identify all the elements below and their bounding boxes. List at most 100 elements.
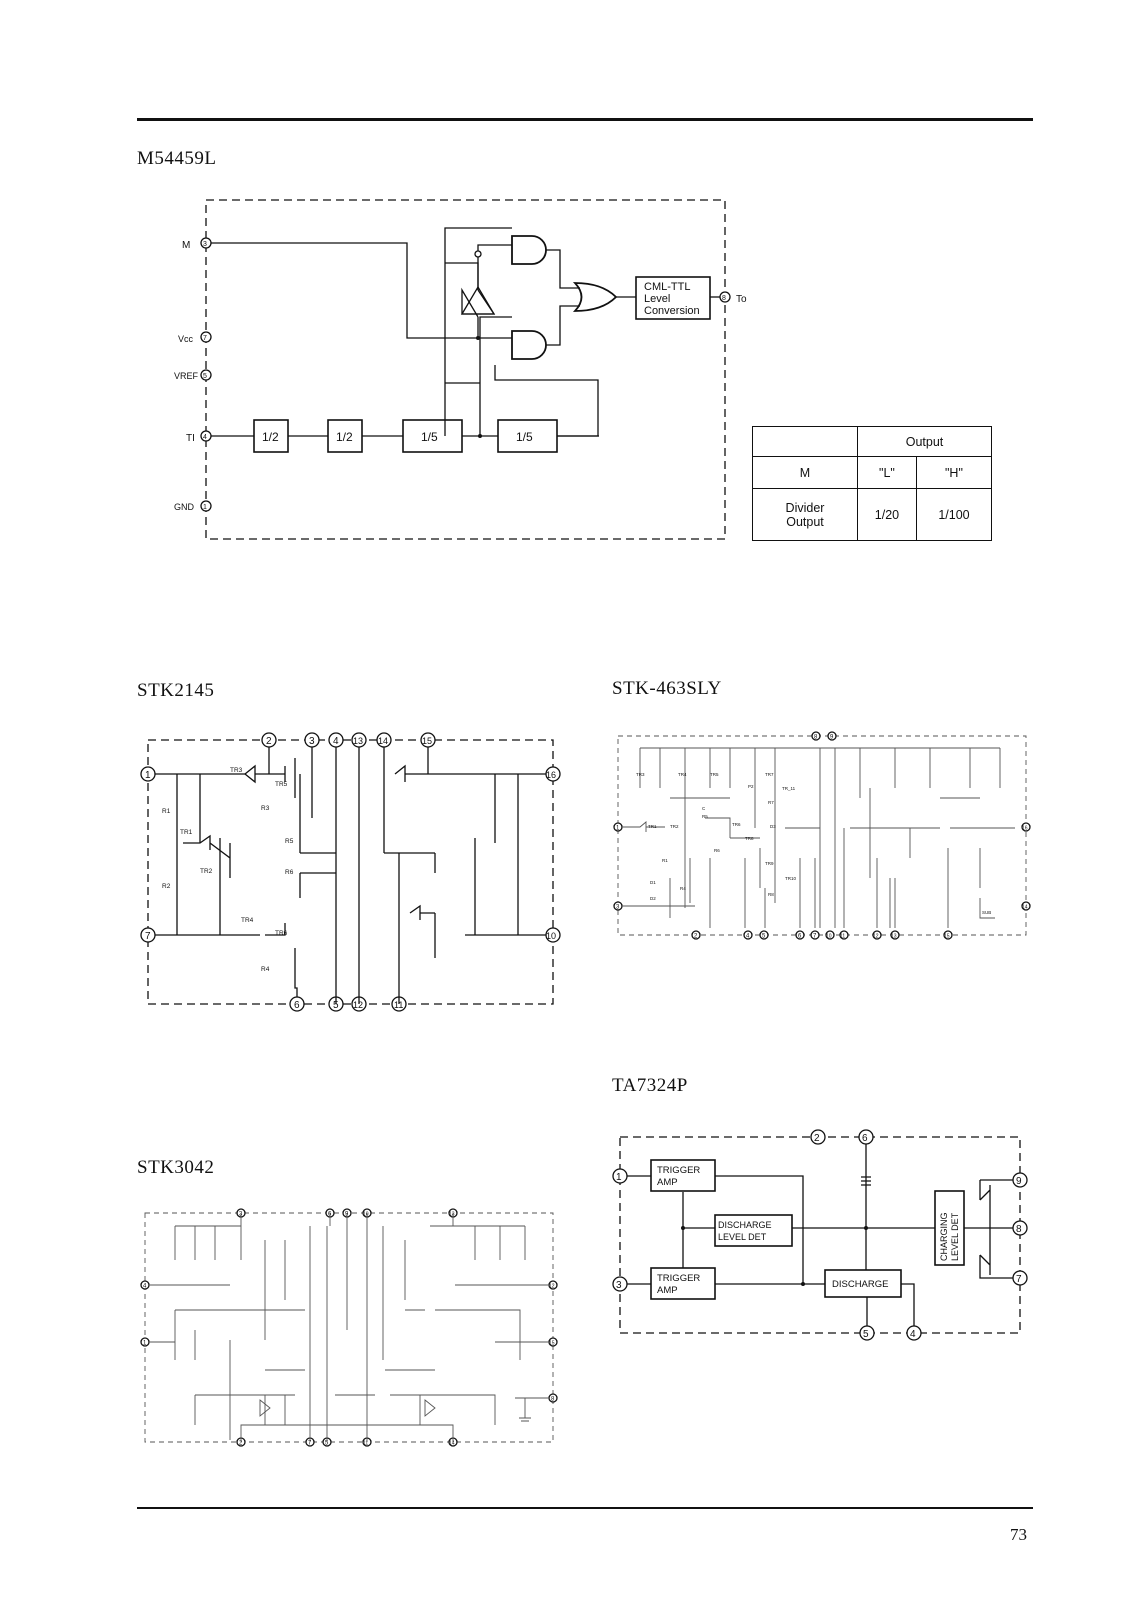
svg-text:1/2: 1/2 — [262, 430, 279, 444]
top-rule — [137, 118, 1033, 121]
svg-text:R7: R7 — [768, 800, 774, 805]
svg-text:11: 11 — [840, 934, 845, 940]
svg-text:R5: R5 — [702, 814, 708, 819]
svg-text:To: To — [736, 294, 747, 305]
divider-3: 1/5 — [402, 419, 463, 453]
svg-text:5: 5 — [762, 934, 766, 940]
stk3042-circuit: 3 6 9 10 13 2 7 5 11 14 4 1 12 15 8 — [140, 1208, 558, 1447]
svg-text:3: 3 — [616, 1280, 622, 1291]
svg-text:12: 12 — [873, 934, 879, 940]
svg-text:16: 16 — [546, 770, 556, 780]
svg-text:1: 1 — [616, 1172, 622, 1183]
svg-text:R5: R5 — [285, 838, 294, 845]
svg-text:7: 7 — [308, 1441, 312, 1447]
svg-text:2: 2 — [814, 1133, 820, 1144]
cml-ttl-conversion-box: CML-TTL Level Conversion — [635, 276, 711, 320]
divider-2: 1/2 — [327, 419, 363, 453]
svg-text:C: C — [702, 806, 706, 811]
pin-to: 8 To — [719, 291, 747, 305]
svg-text:R4: R4 — [680, 886, 686, 891]
svg-text:AMP: AMP — [657, 1285, 678, 1296]
svg-text:TR3: TR3 — [636, 772, 645, 777]
svg-text:Level: Level — [644, 293, 670, 305]
stk2145-side-pins: 1 7 16 10 — [140, 766, 561, 943]
svg-text:7: 7 — [1016, 1274, 1022, 1285]
svg-text:TR3: TR3 — [230, 767, 243, 774]
svg-text:TR_11: TR_11 — [782, 786, 796, 791]
svg-text:DISCHARGE: DISCHARGE — [718, 1220, 772, 1230]
stk2145-bottom-pins: 6 5 12 11 — [289, 996, 407, 1012]
svg-text:3: 3 — [203, 241, 207, 248]
bottom-rule — [137, 1507, 1033, 1509]
pin-gnd: GND 1 — [174, 500, 212, 512]
svg-text:14: 14 — [449, 1441, 455, 1447]
svg-text:P2: P2 — [748, 784, 754, 789]
svg-text:TI: TI — [186, 433, 195, 444]
svg-text:10: 10 — [363, 1212, 369, 1218]
stk463sly-circuit: 8 9 2 4 5 6 7 10 11 12 13 15 1 3 16 14 T… — [613, 731, 1031, 940]
svg-text:3: 3 — [309, 736, 315, 747]
svg-text:R6: R6 — [714, 848, 720, 853]
svg-text:11: 11 — [363, 1441, 368, 1447]
stk463sly-title: STK-463SLY — [612, 678, 722, 699]
svg-text:TR5: TR5 — [275, 781, 288, 788]
svg-text:13: 13 — [449, 1212, 455, 1218]
svg-text:7: 7 — [203, 335, 207, 342]
trigger-amp-1-block: TRIGGER AMP — [650, 1159, 716, 1192]
svg-text:TR4: TR4 — [678, 772, 687, 777]
svg-text:Conversion: Conversion — [644, 305, 700, 317]
svg-text:TR6: TR6 — [732, 822, 741, 827]
svg-text:D3: D3 — [770, 824, 776, 829]
svg-text:TR9: TR9 — [765, 861, 774, 866]
divider-4: 1/5 — [497, 419, 558, 453]
divider-1: 1/2 — [253, 419, 289, 453]
svg-text:5: 5 — [333, 1000, 339, 1011]
svg-text:1: 1 — [145, 770, 151, 781]
svg-text:TRIGGER: TRIGGER — [657, 1165, 700, 1176]
svg-text:R3: R3 — [261, 805, 270, 812]
svg-text:R4: R4 — [261, 966, 270, 973]
svg-text:D2: D2 — [650, 896, 656, 901]
stk2145-top-pins: 2 3 4 13 14 15 — [261, 732, 436, 748]
svg-text:DISCHARGE: DISCHARGE — [832, 1279, 888, 1290]
m54459l-title: M54459L — [137, 148, 217, 169]
svg-text:12: 12 — [353, 1000, 363, 1010]
svg-text:11: 11 — [394, 1000, 403, 1010]
stk463sly-top-pins: 8 9 — [811, 731, 837, 741]
svg-text:Vcc: Vcc — [178, 334, 194, 344]
page-number: 73 — [1010, 1525, 1027, 1544]
svg-text:VREF: VREF — [174, 371, 199, 381]
svg-text:R2: R2 — [162, 883, 171, 890]
svg-text:1/5: 1/5 — [516, 430, 533, 444]
svg-text:TR1: TR1 — [648, 824, 657, 829]
stk2145-title: STK2145 — [137, 680, 215, 701]
table-row-label-m: M — [752, 456, 858, 489]
svg-text:R1: R1 — [662, 858, 668, 863]
svg-text:13: 13 — [353, 736, 363, 746]
svg-text:1: 1 — [143, 1341, 147, 1347]
svg-text:7: 7 — [145, 931, 151, 942]
svg-text:TRIGGER: TRIGGER — [657, 1273, 700, 1284]
svg-text:TR7: TR7 — [765, 772, 774, 777]
pin-vcc: Vcc 7 — [178, 331, 212, 344]
svg-text:8: 8 — [551, 1397, 555, 1403]
svg-text:9: 9 — [1016, 1176, 1022, 1187]
svg-text:6: 6 — [798, 934, 802, 940]
ta7324p-pins: 2 6 5 4 1 3 9 8 7 — [612, 1129, 1028, 1341]
charging-level-det-block: CHARGING LEVEL DET — [934, 1190, 965, 1266]
table-cell-1-100: 1/100 — [915, 488, 993, 541]
svg-text:10: 10 — [546, 931, 556, 941]
svg-text:6: 6 — [294, 1000, 300, 1011]
table-cell-h: "H" — [915, 456, 993, 489]
svg-text:7: 7 — [813, 934, 817, 940]
ta7324p-block-diagram: 2 6 5 4 1 3 9 8 7 TRIGGER AMP DISCHARGE … — [612, 1129, 1028, 1341]
svg-text:TR2: TR2 — [200, 868, 213, 875]
svg-text:R1: R1 — [162, 808, 171, 815]
stk3042-title: STK3042 — [137, 1157, 215, 1178]
svg-text:LEVEL DET: LEVEL DET — [718, 1232, 767, 1242]
and-gate-top — [511, 235, 547, 265]
svg-text:2: 2 — [694, 934, 698, 940]
pin-ti: TI 4 — [186, 430, 212, 444]
